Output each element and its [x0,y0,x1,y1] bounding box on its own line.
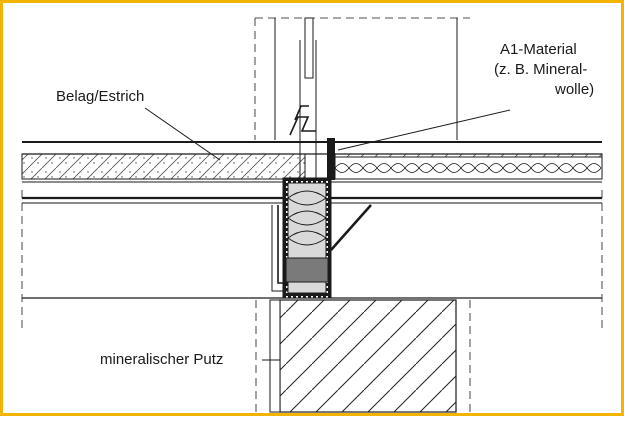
impact-insulation [334,156,603,180]
fixing-bracket [271,105,372,292]
label-belag-estrich: Belag/Estrich [56,88,144,105]
pipe-penetration [282,17,335,299]
leader-lines [144,107,511,361]
label-a1-material-line1: A1-Material [500,41,577,58]
label-a1-material-line2: (z. B. Mineral- [494,61,587,78]
label-mineral-plaster: mineralischer Putz [100,351,223,368]
label-a1-material-line3: wolle) [554,81,594,98]
upper-wall [254,17,470,140]
lower-wall [255,299,471,413]
